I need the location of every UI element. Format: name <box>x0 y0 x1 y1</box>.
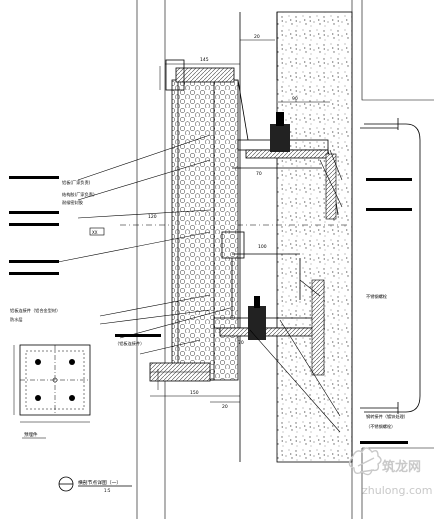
dimension-texts: 145 20 90 150 20 120 70 100 70 <box>148 34 298 410</box>
connector-stems <box>221 79 322 318</box>
right-labels: 不锈钢螺栓 钢转接件（镀锌处理） （不锈钢螺栓） <box>366 293 408 430</box>
upper-bracket <box>237 112 339 220</box>
dim-upper-bracket: 70 <box>256 171 262 177</box>
right-bottom-label-1: 钢转接件（镀锌处理） <box>366 413 408 420</box>
left-label-3: 耐候密封胶 <box>62 199 83 206</box>
dim-bottom-right: 20 <box>222 404 228 410</box>
concrete-wall <box>239 11 353 463</box>
mullion-frame <box>360 118 421 414</box>
left-label-bars <box>9 176 161 337</box>
grid-lines <box>120 0 353 519</box>
watermark-brand-cn: 筑龙网 <box>382 459 421 475</box>
embed-plate-detail: 预埋件 <box>13 344 91 439</box>
watermark: 筑龙网 zhulong.com <box>348 447 432 497</box>
dimension-lines <box>150 39 330 403</box>
right-mid-label: 不锈钢螺栓 <box>366 293 388 300</box>
left-labels: 铝板(厂家负责) 结构胶(厂家负责) 耐候密封胶 铝板连接件（铝合金型材） 防水… <box>10 179 144 347</box>
right-bottom-label-2: （不锈钢螺栓） <box>366 423 395 430</box>
left-label-1: 铝板(厂家负责) <box>62 179 91 186</box>
dim-mid: 120 <box>148 214 157 220</box>
dim-right: 90 <box>292 96 298 102</box>
small-box-label: XX <box>92 230 98 235</box>
dim-bottom: 150 <box>190 390 199 396</box>
panel-cap-bottom <box>149 362 211 382</box>
dim-mid-bracket: 100 <box>258 244 267 250</box>
lower-bracket <box>213 258 325 376</box>
dim-top: 145 <box>200 57 209 63</box>
watermark-logo-icon <box>348 447 382 476</box>
left-label-2: 结构胶(厂家负责) <box>62 191 95 198</box>
dim-lower-bracket: 70 <box>238 340 244 346</box>
left-lower-label-1: 铝板连接件（铝合金型材） <box>10 307 60 314</box>
left-lower-label-2: 防水层 <box>10 316 23 323</box>
embed-plate-label: 预埋件 <box>24 431 38 438</box>
leader-lines <box>57 134 343 433</box>
watermark-brand: zhulong.com <box>362 484 432 497</box>
upper-outline <box>361 0 434 519</box>
detail-title-text: 横剖节点详图（一） <box>78 479 121 486</box>
small-box-tag: XX <box>89 227 105 236</box>
panel-cap-top <box>165 59 235 91</box>
right-label-bars <box>360 178 412 444</box>
bottom-callout: （铝板连接件） <box>115 340 144 347</box>
dim-top-right: 20 <box>254 34 260 40</box>
detail-title-scale: 1:5 <box>104 488 111 493</box>
detail-title: 横剖节点详图（一） 1:5 <box>58 476 132 493</box>
